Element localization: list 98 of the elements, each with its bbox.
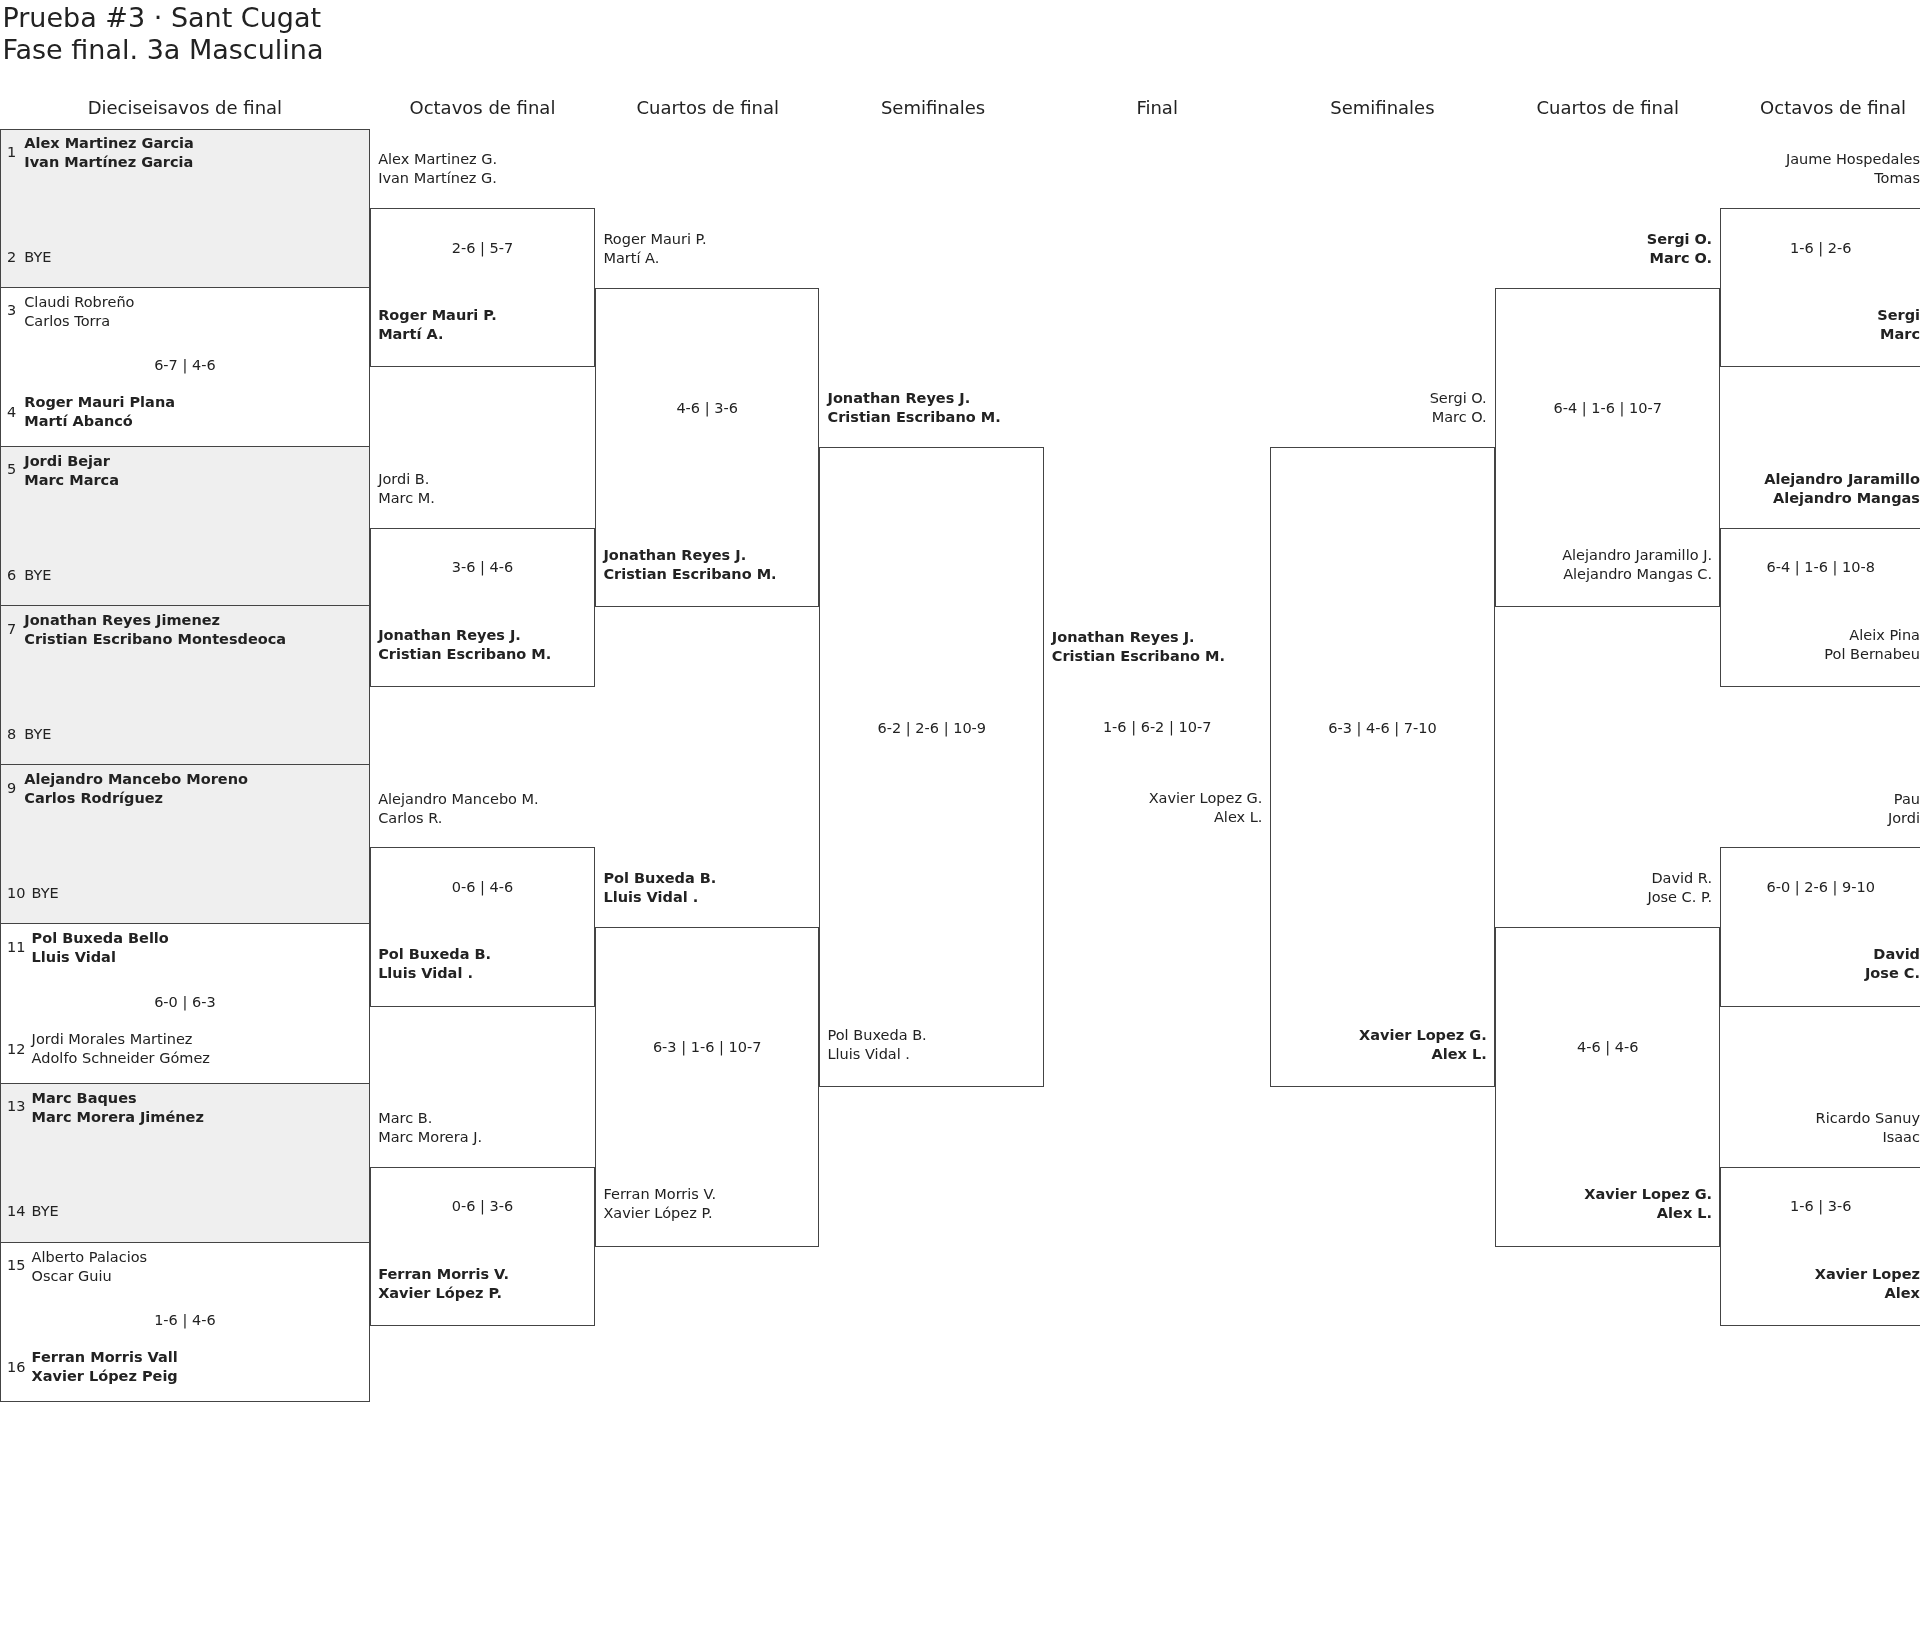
draw-slot-box xyxy=(0,446,370,607)
team-names: Roger Mauri P. Martí A. xyxy=(603,230,707,268)
seed-number: 1 xyxy=(7,143,17,163)
round-heading: Dieciseisavos de final xyxy=(87,96,283,117)
team-names: Pau Jordi xyxy=(1887,789,1920,828)
team-names: Sergi O. Marc O. xyxy=(1646,230,1713,268)
match-score: 6-4 | 1-6 | 10-7 xyxy=(1552,398,1663,418)
bye-label: BYE xyxy=(24,724,52,744)
bye-label: BYE xyxy=(31,1202,59,1222)
team-names: Jonathan Reyes Jimenez Cristian Escribano Montesdeoca xyxy=(24,611,287,649)
match-score: 6-4 | 1-6 | 10-8 xyxy=(1765,558,1876,578)
match-score: 4-6 | 4-6 xyxy=(1576,1038,1640,1058)
match-score: 2-6 | 5-7 xyxy=(450,238,515,258)
match-score: 3-6 | 4-6 xyxy=(450,558,515,578)
team-names: Alejandro Jaramillo J. Alejandro Mangas C. xyxy=(1562,546,1713,585)
seed-number: 8 xyxy=(7,724,17,744)
match-score: 1-6 | 2-6 xyxy=(1788,238,1853,258)
match-score: 6-2 | 2-6 | 10-9 xyxy=(876,718,988,738)
match-score: 6-0 | 2-6 | 9-10 xyxy=(1765,877,1876,897)
round-heading: Semifinales xyxy=(1330,96,1435,117)
team-names: Jordi Morales Martinez Adolfo Schneider Gómez xyxy=(31,1029,210,1068)
team-names: Pol Buxeda B. Lluis Vidal . xyxy=(603,869,717,908)
team-names: Sergi Marc xyxy=(1877,306,1920,345)
seed-number: 11 xyxy=(7,937,26,957)
team-names: Marc Baques Marc Morera Jiménez xyxy=(31,1088,204,1127)
draw-slot-box xyxy=(0,128,370,288)
seed-number: 16 xyxy=(7,1357,26,1377)
team-names: Jonathan Reyes J. Cristian Escribano M. xyxy=(603,546,777,585)
seed-number: 3 xyxy=(7,301,17,321)
round-heading: Octavos de final xyxy=(409,96,556,117)
team-names: Pol Buxeda Bello Lluis Vidal xyxy=(31,929,169,968)
seed-number: 5 xyxy=(7,460,17,480)
team-names: Alejandro Mancebo M. Carlos R. xyxy=(378,789,539,828)
seed-number: 13 xyxy=(7,1097,26,1117)
round-heading: Cuartos de final xyxy=(1536,96,1680,117)
team-names: Jaume Hospedales Tomas xyxy=(1785,150,1920,189)
match-score: 4-6 | 3-6 xyxy=(675,398,739,418)
team-names: Alex Martinez G. Ivan Martínez G. xyxy=(378,150,498,189)
team-names: Alberto Palacios Oscar Guiu xyxy=(31,1247,148,1286)
team-names: Ricardo Sanuy Isaac xyxy=(1815,1109,1920,1148)
team-names: Ferran Morris Vall Xavier López Peig xyxy=(31,1348,178,1387)
seed-number: 14 xyxy=(7,1202,26,1222)
bye-label: BYE xyxy=(24,248,52,268)
draw-slot-box xyxy=(0,287,370,447)
team-names: Ferran Morris V. Xavier López P. xyxy=(378,1265,509,1304)
seed-number: 2 xyxy=(7,248,17,268)
team-names: David Jose C. xyxy=(1864,945,1920,984)
seed-number: 15 xyxy=(7,1256,26,1276)
match-score: 6-7 | 4-6 xyxy=(153,356,217,376)
draw-slot-box xyxy=(0,1242,370,1402)
seed-number: 12 xyxy=(7,1039,26,1059)
team-names: Roger Mauri P. Martí A. xyxy=(378,306,497,345)
match-score: 0-6 | 4-6 xyxy=(450,877,515,897)
team-names: Alex Martinez Garcia Ivan Martínez Garcia xyxy=(24,134,194,173)
team-names: Pol Buxeda B. Lluis Vidal . xyxy=(378,945,492,984)
team-names: Ferran Morris V. Xavier López P. xyxy=(603,1185,717,1224)
team-names: David R. Jose C. P. xyxy=(1647,869,1713,908)
draw-slot-box xyxy=(0,1083,370,1243)
team-names: Roger Mauri Plana Martí Abancó xyxy=(24,393,175,432)
team-names: Xavier Lopez G. Alex L. xyxy=(1584,1185,1713,1224)
seed-number: 6 xyxy=(7,565,17,585)
team-names: Aleix Pina Pol Bernabeu xyxy=(1824,625,1920,664)
draw-slot-box xyxy=(0,765,370,925)
match-score: 1-6 | 6-2 | 10-7 xyxy=(1101,717,1213,737)
team-names: Jonathan Reyes J. Cristian Escribano M. xyxy=(1051,628,1225,667)
team-names: Jordi Bejar Marc Marca xyxy=(24,451,119,490)
round-heading: Semifinales xyxy=(880,96,986,117)
draw-slot-box xyxy=(0,606,370,766)
team-names: Claudi Robreño Carlos Torra xyxy=(24,292,135,331)
seed-number: 4 xyxy=(7,402,17,422)
match-score: 0-6 | 3-6 xyxy=(450,1197,515,1217)
team-names: Sergi O. Marc O. xyxy=(1429,389,1487,428)
seed-number: 9 xyxy=(7,778,17,798)
team-names: Xavier Lopez G. Alex L. xyxy=(1148,788,1263,827)
team-names: Pol Buxeda B. Lluis Vidal . xyxy=(827,1026,927,1065)
match-score: 6-0 | 6-3 xyxy=(153,993,217,1013)
round-heading: Octavos de final xyxy=(1760,96,1906,117)
match-score: 6-3 | 1-6 | 10-7 xyxy=(651,1038,763,1058)
seed-number: 10 xyxy=(7,884,26,904)
team-names: Alejandro Mancebo Moreno Carlos Rodríguez xyxy=(24,770,248,809)
team-names: Xavier Lopez G. Alex L. xyxy=(1359,1026,1487,1065)
team-names: Jonathan Reyes J. Cristian Escribano M. xyxy=(378,625,552,664)
title: Prueba #3 · Sant Cugat xyxy=(2,2,322,34)
team-names: Xavier Lopez Alex xyxy=(1814,1265,1920,1304)
team-names: Marc B. Marc Morera J. xyxy=(378,1109,483,1148)
bye-label: BYE xyxy=(24,565,52,585)
team-names: Jonathan Reyes J. Cristian Escribano M. xyxy=(827,389,1001,428)
draw-slot-box xyxy=(0,924,370,1084)
match-score: 1-6 | 4-6 xyxy=(153,1311,217,1331)
bye-label: BYE xyxy=(31,884,59,904)
team-names: Alejandro Jaramillo Alejandro Mangas xyxy=(1764,470,1920,508)
team-names: Jordi B. Marc M. xyxy=(378,470,435,508)
match-score: 1-6 | 3-6 xyxy=(1788,1197,1853,1217)
round-heading: Final xyxy=(1136,96,1178,117)
round-heading: Cuartos de final xyxy=(636,96,780,117)
match-score: 6-3 | 4-6 | 7-10 xyxy=(1327,718,1438,738)
seed-number: 7 xyxy=(7,619,17,639)
subtitle: Fase final. 3a Masculina xyxy=(2,34,324,66)
